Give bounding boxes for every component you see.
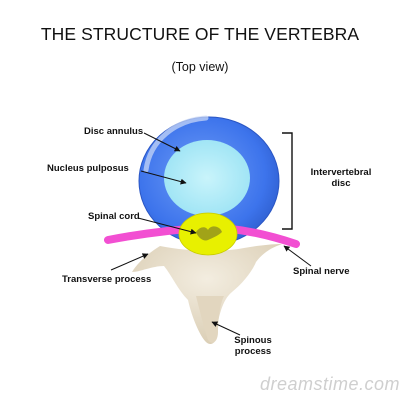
- label-spinal-cord: Spinal cord: [88, 211, 140, 222]
- label-intervertebral-disc-line2: disc: [331, 178, 351, 189]
- label-intervertebral-disc-line1: Intervertebral: [310, 167, 372, 178]
- diagram-subtitle: (Top view): [171, 60, 229, 74]
- nucleus-pulposus: [164, 140, 250, 216]
- arrow-spinal-nerve: [283, 245, 312, 267]
- disc-annulus-highlight: [143, 115, 209, 173]
- label-nucleus-pulposus: Nucleus pulposus: [47, 163, 129, 174]
- watermark: dreamstime.com: [260, 374, 400, 394]
- label-spinous-process-line1: Spinous: [234, 335, 272, 346]
- label-spinal-nerve: Spinal nerve: [293, 266, 350, 277]
- label-intervertebral-disc: Intervertebral disc: [301, 167, 381, 189]
- spinal-cord-grey-matter: [196, 226, 222, 241]
- label-disc-annulus: Disc annulus: [84, 126, 144, 137]
- label-spinous-process-line2: process: [234, 346, 272, 357]
- arrow-spinal-cord: [137, 217, 197, 235]
- arrow-spinous-process: [211, 321, 241, 336]
- intervertebral-disc-bracket: [282, 132, 293, 230]
- arrow-transverse-process: [110, 253, 149, 271]
- vertebra-bone: [132, 244, 282, 344]
- label-transverse-process: Transverse process: [62, 274, 152, 285]
- spinous-process-bone: [196, 296, 224, 343]
- label-spinous-process: Spinous process: [226, 335, 280, 357]
- arrow-nucleus-pulposus: [140, 170, 187, 185]
- diagram-title: THE STRUCTURE OF THE VERTEBRA: [40, 24, 360, 44]
- arrow-disc-annulus: [143, 132, 181, 152]
